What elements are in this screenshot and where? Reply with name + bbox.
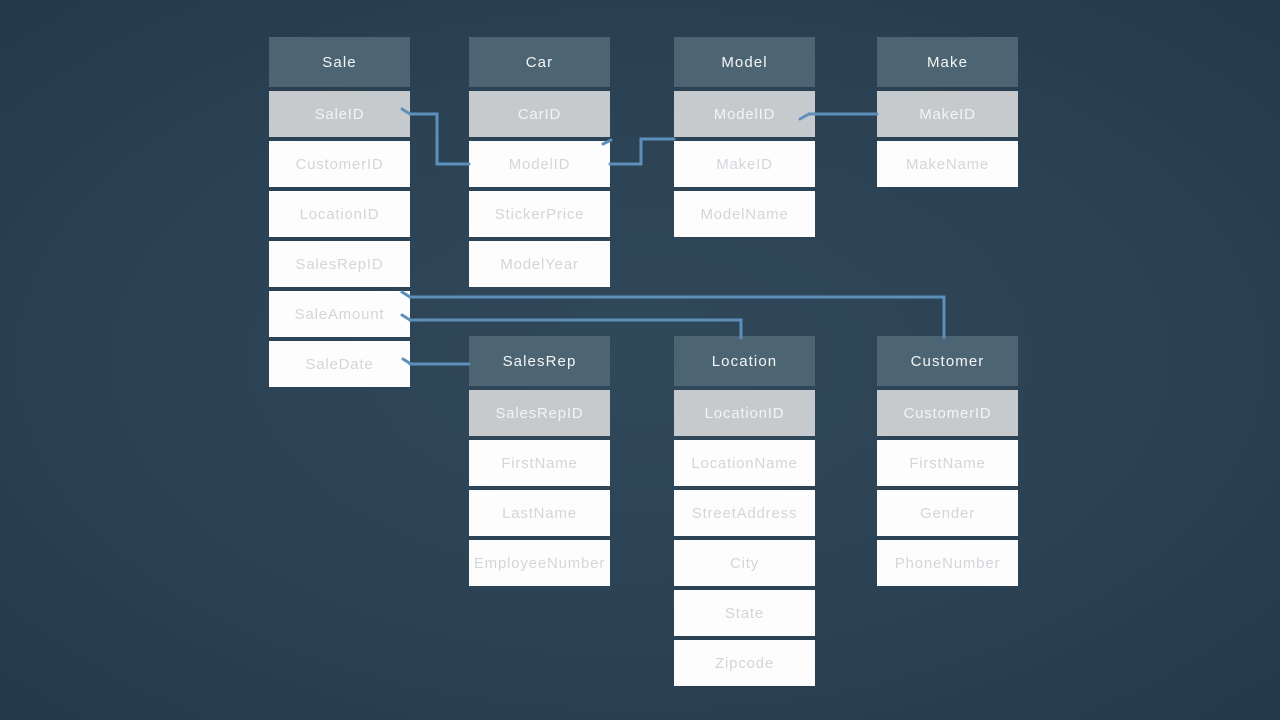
field-customer-gender: Gender: [877, 490, 1018, 536]
field-location-state: State: [674, 590, 815, 636]
field-car-carid: CarID: [469, 91, 610, 137]
field-customer-phonenumber: PhoneNumber: [877, 540, 1018, 586]
field-sale-saleamount: SaleAmount: [269, 291, 410, 337]
field-car-modelyear: ModelYear: [469, 241, 610, 287]
table-salesrep-header: SalesRep: [469, 336, 610, 386]
field-salesrep-employeenumber: EmployeeNumber: [469, 540, 610, 586]
field-salesrep-lastname: LastName: [469, 490, 610, 536]
table-car-header: Car: [469, 37, 610, 87]
table-make-header: Make: [877, 37, 1018, 87]
field-sale-customerid: CustomerID: [269, 141, 410, 187]
field-model-makeid: MakeID: [674, 141, 815, 187]
field-sale-saledate: SaleDate: [269, 341, 410, 387]
field-customer-firstname: FirstName: [877, 440, 1018, 486]
table-sale: Sale SaleID CustomerID LocationID SalesR…: [269, 37, 410, 387]
connector-sale-customer: [408, 295, 946, 340]
field-salesrep-salesrepid: SalesRepID: [469, 390, 610, 436]
field-location-locationid: LocationID: [674, 390, 815, 436]
field-model-modelname: ModelName: [674, 191, 815, 237]
table-salesrep: SalesRep SalesRepID FirstName LastName E…: [469, 336, 610, 586]
table-location: Location LocationID LocationName StreetA…: [674, 336, 815, 686]
table-model: Model ModelID MakeID ModelName: [674, 37, 815, 237]
field-car-modelid: ModelID: [469, 141, 610, 187]
field-location-locationname: LocationName: [674, 440, 815, 486]
field-sale-locationid: LocationID: [269, 191, 410, 237]
connector-sale-car: [408, 112, 471, 166]
field-sale-saleid: SaleID: [269, 91, 410, 137]
field-customer-customerid: CustomerID: [877, 390, 1018, 436]
table-model-header: Model: [674, 37, 815, 87]
table-location-header: Location: [674, 336, 815, 386]
table-make: Make MakeID MakeName: [877, 37, 1018, 187]
field-make-makename: MakeName: [877, 141, 1018, 187]
connector-car-model: [608, 137, 676, 166]
table-customer: Customer CustomerID FirstName Gender Pho…: [877, 336, 1018, 586]
field-salesrep-firstname: FirstName: [469, 440, 610, 486]
field-model-modelid: ModelID: [674, 91, 815, 137]
table-sale-header: Sale: [269, 37, 410, 87]
table-car: Car CarID ModelID StickerPrice ModelYear: [469, 37, 610, 287]
field-location-streetaddress: StreetAddress: [674, 490, 815, 536]
field-make-makeid: MakeID: [877, 91, 1018, 137]
field-car-stickerprice: StickerPrice: [469, 191, 610, 237]
table-customer-header: Customer: [877, 336, 1018, 386]
field-location-zipcode: Zipcode: [674, 640, 815, 686]
field-sale-salesrepid: SalesRepID: [269, 241, 410, 287]
field-location-city: City: [674, 540, 815, 586]
